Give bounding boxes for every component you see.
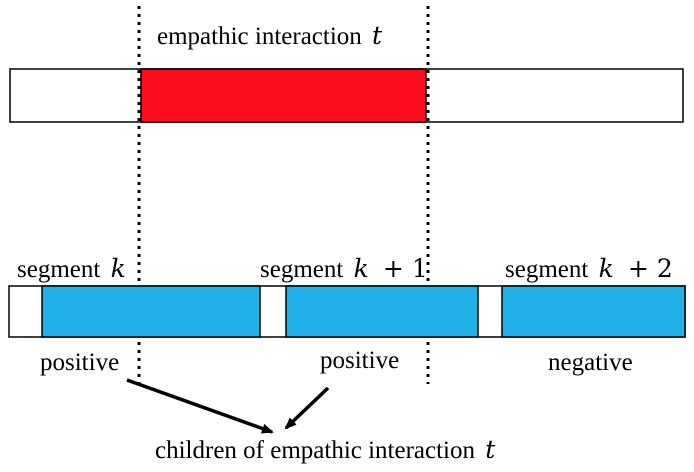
segment-k-plus-2-bar — [501, 285, 686, 338]
segment-timeline: segment k segment k + 1 segment k + 2 po… — [8, 254, 686, 376]
segment-k-plus-1-sentiment: positive — [320, 347, 399, 374]
arrow-from-segment-k — [126, 378, 274, 434]
segment-k-sentiment: positive — [40, 349, 119, 376]
empathic-interaction-highlight — [140, 68, 427, 123]
segment-k-plus-1-bar — [285, 285, 479, 338]
segment-k-plus-2-label: segment k + 2 — [505, 254, 673, 283]
segment-k-plus-2-sentiment: negative — [548, 349, 633, 376]
segment-k-label: segment k — [17, 254, 126, 283]
top-timeline: empathic interaction t — [9, 21, 684, 123]
empathic-interaction-label: empathic interaction t — [157, 21, 383, 50]
children-label: children of empathic interaction t — [155, 435, 496, 464]
segment-k-bar — [41, 285, 261, 338]
segment-k-plus-1-label: segment k + 1 — [260, 254, 428, 283]
arrow-from-segment-k-plus-1 — [284, 386, 330, 430]
